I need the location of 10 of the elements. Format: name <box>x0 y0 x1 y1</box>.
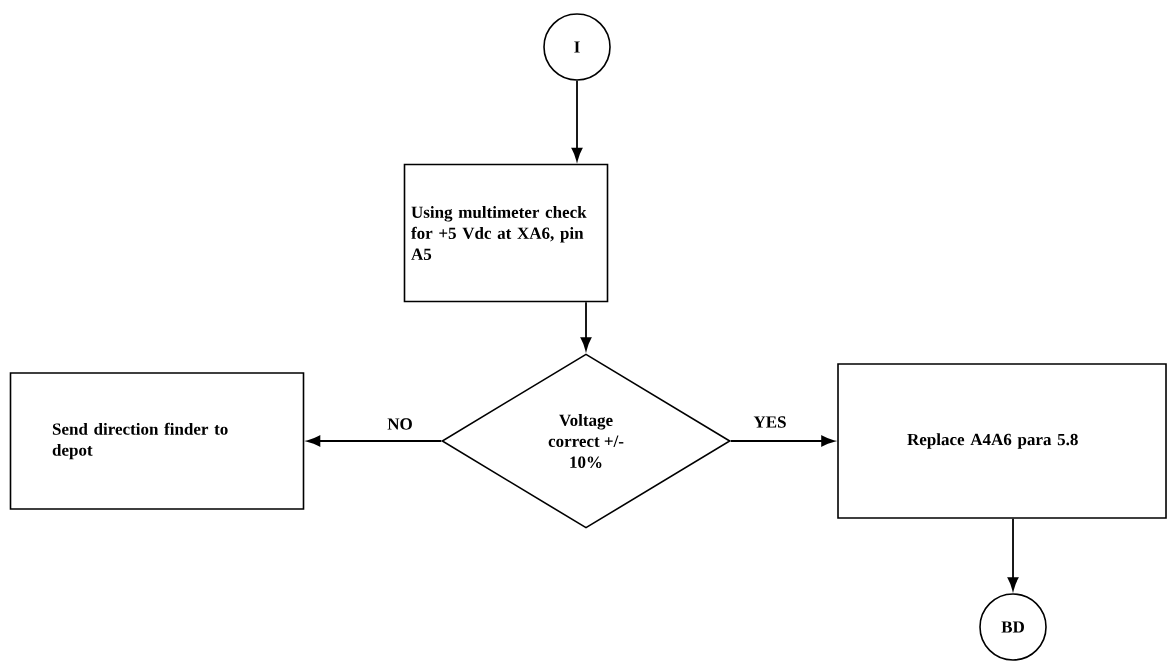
process-box: Using multimeter check for +5 Vdc at XA6, pin A5 <box>403 163 609 303</box>
arrow <box>729 435 835 447</box>
arrow <box>580 301 592 351</box>
edge-label: NO <box>386 417 414 431</box>
arrow <box>307 435 443 447</box>
arrow <box>1007 517 1019 591</box>
edge-label: YES <box>752 415 788 429</box>
process-box: Replace A4A6 para 5.8 <box>837 363 1167 519</box>
process-box: Send direction finder to depot <box>9 372 305 510</box>
arrow <box>571 79 583 161</box>
